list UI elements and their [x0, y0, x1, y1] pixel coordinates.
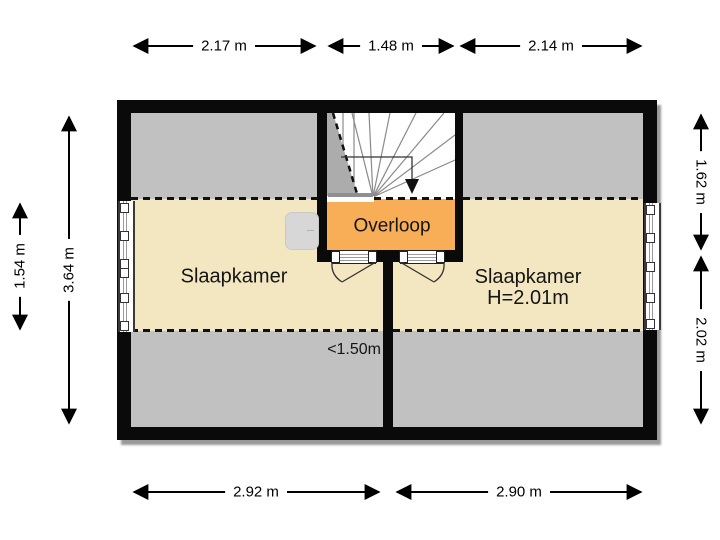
stair-slope-dashed-line — [331, 113, 360, 197]
stair-top-step — [328, 193, 373, 197]
door-left-bedroom — [331, 250, 377, 264]
door-hinge-icon — [399, 251, 408, 263]
stair-direction-arrow-icon — [405, 179, 419, 194]
dimension-left-outer: 3.64 m — [59, 239, 79, 301]
stair-direction-line — [341, 156, 413, 181]
door-swing-arcs — [331, 262, 445, 283]
headroom-dash-bottom-right — [393, 329, 643, 332]
dimension-right-bottom: 2.02 m — [691, 309, 711, 371]
room-label-text: Slaapkamer — [474, 266, 582, 288]
stair-landing-edge — [327, 196, 374, 202]
stair-slope-triangle — [327, 113, 358, 197]
room-label-slaapkamer-left: Slaapkamer — [180, 265, 288, 288]
dimension-right-top: 1.62 m — [691, 151, 711, 213]
dimension-bottom-left: 2.92 m — [225, 482, 287, 502]
bedroom-divider-wall — [383, 250, 393, 427]
low-headroom-area-top-right — [463, 113, 643, 199]
stairs — [327, 113, 455, 197]
landing-floor — [327, 199, 455, 256]
window-left-wall — [118, 201, 135, 332]
headroom-dash-top-right — [463, 197, 643, 200]
room-label-slaapkamer-right: Slaapkamer H=2.01m — [475, 267, 582, 309]
window-right-wall — [644, 203, 661, 330]
landing-wall-stub-left — [317, 250, 332, 262]
roof-window — [285, 212, 319, 250]
low-headroom-note: <1.50m — [327, 341, 381, 358]
headroom-dash-bottom-left — [131, 329, 383, 332]
dimension-top-left: 2.17 m — [193, 36, 255, 56]
stairwell-wall-left — [317, 100, 327, 262]
door-hinge-icon — [368, 251, 377, 263]
ceiling-height-note: H=2.01m — [487, 287, 569, 309]
door-hinge-icon — [436, 251, 445, 263]
headroom-dash-under-stairs — [374, 197, 455, 200]
dimension-top-right: 2.14 m — [520, 36, 582, 56]
headroom-dash-top-left — [131, 197, 317, 200]
dimension-left-inner: 1.54 m — [10, 235, 30, 297]
low-headroom-area-top-left — [131, 113, 317, 199]
door-hinge-icon — [331, 251, 340, 263]
landing-wall-stub-right — [444, 250, 463, 262]
door-right-bedroom — [399, 250, 445, 264]
stairwell-wall-right — [455, 100, 463, 262]
dimension-top-center: 1.48 m — [360, 36, 422, 56]
room-label-overloop: Overloop — [353, 215, 431, 237]
roof-window-handle-icon — [307, 226, 314, 235]
dimension-bottom-right: 2.90 m — [488, 482, 550, 502]
